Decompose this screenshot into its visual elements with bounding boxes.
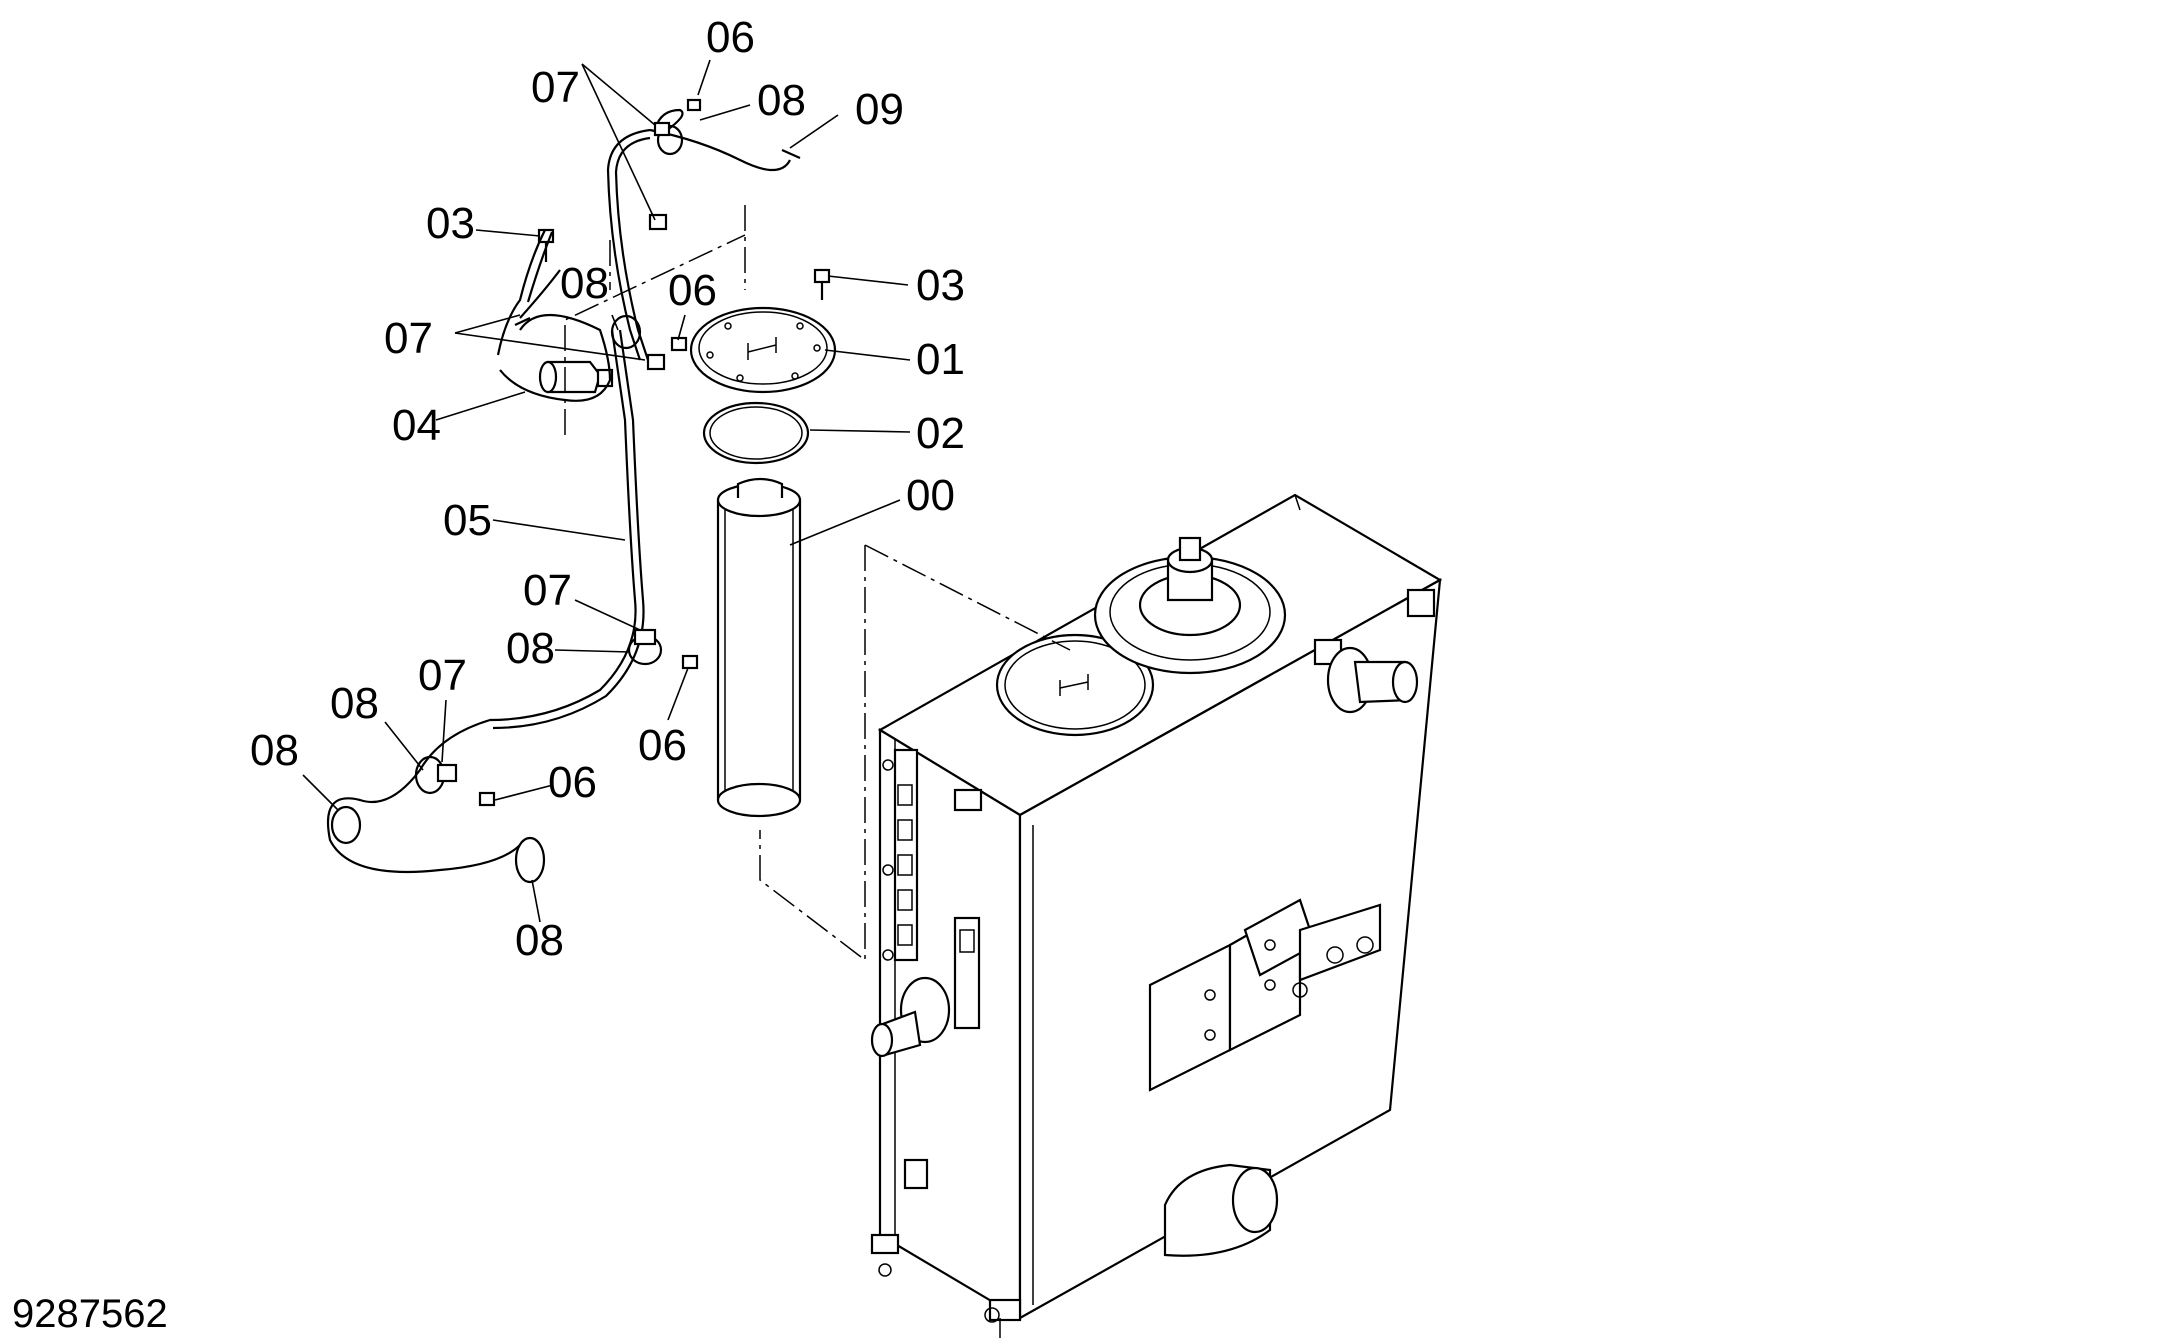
callout-08-upper: 08 bbox=[560, 259, 609, 308]
callout-02: 02 bbox=[916, 409, 965, 458]
callout-06-mid: 06 bbox=[638, 721, 687, 770]
callout-08-top: 08 bbox=[757, 76, 806, 125]
callout-08-left-a: 08 bbox=[330, 679, 379, 728]
wire-harness bbox=[326, 98, 801, 884]
hydraulic-tank bbox=[870, 493, 1443, 1338]
callout-07-top: 07 bbox=[531, 63, 580, 112]
callout-08-left-b: 08 bbox=[250, 726, 299, 775]
return-filter-element bbox=[716, 477, 802, 818]
callout-03-right: 03 bbox=[916, 261, 965, 310]
callout-01: 01 bbox=[916, 335, 965, 384]
callout-09: 09 bbox=[855, 85, 904, 134]
callout-05: 05 bbox=[443, 496, 492, 545]
callout-07-upper: 07 bbox=[384, 314, 433, 363]
assembly-lines bbox=[564, 205, 1071, 962]
callout-06-low: 06 bbox=[548, 758, 597, 807]
callout-06-upper: 06 bbox=[668, 266, 717, 315]
leader-lines bbox=[302, 59, 911, 923]
callout-00: 00 bbox=[906, 471, 955, 520]
callout-labels: 00 01 02 03 03 04 05 06 06 06 06 07 07 0… bbox=[250, 13, 965, 965]
bolt-03-right bbox=[813, 268, 831, 300]
callout-07-low: 07 bbox=[418, 651, 467, 700]
callout-08-bottom: 08 bbox=[515, 916, 564, 965]
figure-number: 9287562 bbox=[12, 1292, 168, 1336]
callout-04: 04 bbox=[392, 401, 441, 450]
callout-07-mid: 07 bbox=[523, 566, 572, 615]
callout-03-left: 03 bbox=[426, 199, 475, 248]
callout-06-top: 06 bbox=[706, 13, 755, 62]
o-ring bbox=[702, 401, 810, 465]
filter-cover bbox=[689, 306, 837, 394]
filter-sensor bbox=[538, 360, 614, 394]
callout-08-mid: 08 bbox=[506, 624, 555, 673]
